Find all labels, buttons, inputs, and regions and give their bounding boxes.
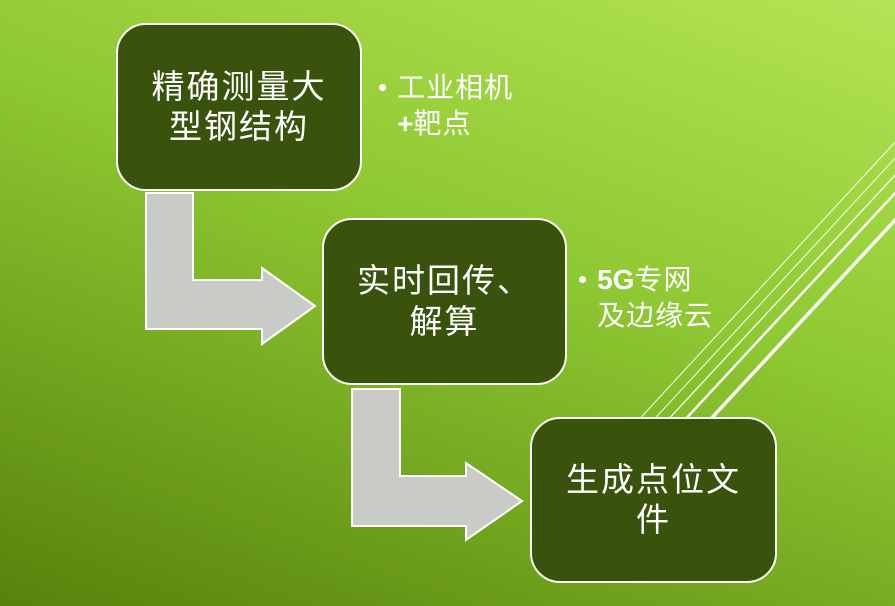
flow-step-3-label: 生成点位文 件 <box>566 460 741 538</box>
diagonal-line <box>611 157 895 466</box>
diagonal-line <box>596 141 895 466</box>
bullet-line-2-bold: + <box>397 107 414 139</box>
flow-step-1-box: 精确测量大 型钢结构 <box>116 23 362 191</box>
bullet-5g-network: • 5G专网 及边缘云 <box>578 262 713 334</box>
bullet-line-2-text: 及边缘云 <box>597 299 714 331</box>
bullet-line-2: +靶点 <box>397 106 513 142</box>
flow-step-2-label: 实时回传、 解算 <box>357 262 532 340</box>
flow-arrows <box>145 192 524 542</box>
bullet-line-1: 5G专网 <box>597 262 713 298</box>
elbow-arrow-step1-to-step2 <box>145 192 317 346</box>
bullet-line-2-text: 靶点 <box>413 107 472 139</box>
bullet-text: 5G专网 及边缘云 <box>597 262 713 334</box>
flow-step-2-box: 实时回传、 解算 <box>322 218 567 385</box>
bullet-text: 工业相机 +靶点 <box>397 70 513 142</box>
flow-step-3-box: 生成点位文 件 <box>530 417 777 583</box>
bullet-line-1-text: 专网 <box>634 264 693 295</box>
diagonal-line <box>625 174 895 466</box>
bullet-industrial-camera: • 工业相机 +靶点 <box>378 70 513 142</box>
elbow-arrow-step2-to-step3 <box>351 388 524 542</box>
bullet-line-1: 工业相机 <box>397 70 513 106</box>
flow-step-1-label: 精确测量大 型钢结构 <box>151 67 327 145</box>
bullet-marker-icon: • <box>578 264 589 294</box>
bullet-line-1-text: 工业相机 <box>397 72 514 103</box>
bullet-line-1-bold: 5G <box>597 264 635 295</box>
bullet-line-2: 及边缘云 <box>597 298 713 334</box>
bullet-marker-icon: • <box>378 72 389 102</box>
